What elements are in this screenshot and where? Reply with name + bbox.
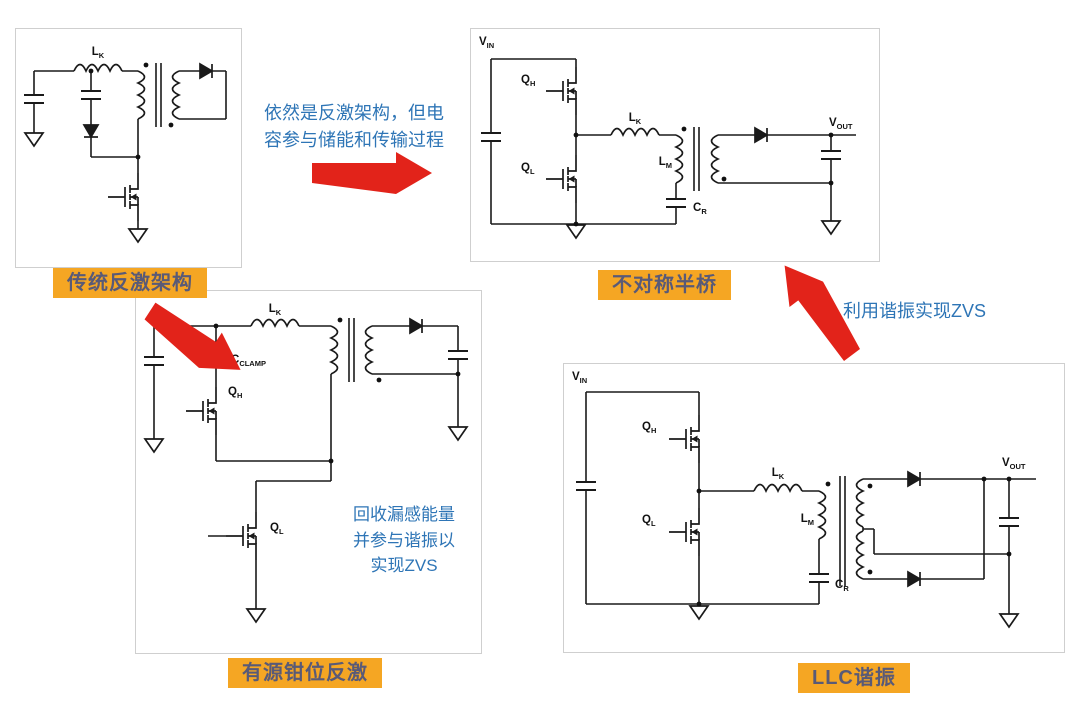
- primary-winding: [330, 325, 339, 375]
- label-vout: VOUT: [829, 117, 853, 131]
- input-capacitor-icon: [23, 94, 45, 104]
- wires: [33, 63, 227, 229]
- label-ql: QL: [270, 522, 284, 536]
- junction-dots: [696, 476, 1012, 607]
- mosfet-ql-icon: [225, 511, 257, 561]
- llc-schematic: VIN QH QL LK LM CR VOUT: [572, 371, 1036, 628]
- label-ql: QL: [521, 162, 535, 176]
- label-lm: LM: [801, 513, 814, 527]
- label-vin: VIN: [572, 371, 587, 385]
- junction-dots: [88, 62, 174, 160]
- mosfet-qh-icon: [668, 414, 700, 464]
- output-capacitor-icon: [447, 350, 469, 360]
- flyback-badge: 传统反激架构: [53, 268, 207, 298]
- resonant-capacitor-icon: [665, 198, 687, 208]
- rectifier-diode-upper-icon: [907, 471, 921, 487]
- resonant-capacitor-icon: [808, 573, 830, 583]
- label-lk: LK: [629, 112, 642, 126]
- mosfet-switch-icon: [107, 172, 139, 222]
- secondary-winding-upper: [855, 478, 864, 528]
- clamp-annotation: 回收漏感能量 并参与谐振以 实现ZVS: [338, 502, 470, 579]
- secondary-winding-lower: [855, 530, 864, 580]
- ground-icon: [24, 132, 44, 147]
- flyback-circuit-box: LK: [15, 28, 242, 268]
- label-vin: VIN: [479, 36, 494, 50]
- active-clamp-badge: 有源钳位反激: [228, 658, 382, 688]
- junction-dots: [573, 126, 834, 227]
- llc-badge: LLC谐振: [798, 663, 910, 693]
- output-capacitor-icon: [820, 150, 842, 160]
- ground-icon: [128, 228, 148, 243]
- mosfet-qh-icon: [185, 386, 217, 436]
- inductor-lk-coil: [610, 127, 660, 136]
- primary-winding: [675, 134, 684, 184]
- ground-icon: [999, 613, 1019, 628]
- label-lm: LM: [659, 156, 672, 170]
- output-capacitor-icon: [998, 517, 1020, 527]
- input-capacitor-icon: [575, 481, 597, 491]
- ground-icon: [246, 608, 266, 623]
- ground-icon: [566, 224, 586, 239]
- inductor-lk-coil: [73, 63, 123, 72]
- input-capacitor-icon: [480, 132, 502, 142]
- ground-icon: [144, 438, 164, 453]
- wires: [153, 318, 459, 609]
- half-bridge-schematic: VIN QH QL LK LM CR VOUT: [479, 36, 856, 239]
- output-diode-icon: [199, 63, 213, 79]
- label-ql: QL: [642, 514, 656, 528]
- output-diode-icon: [409, 318, 423, 334]
- half-bridge-circuit-box: VIN QH QL LK LM CR VOUT: [470, 28, 880, 262]
- secondary-winding: [710, 134, 719, 184]
- label-qh: QH: [521, 74, 535, 88]
- label-lk: LK: [92, 46, 105, 60]
- label-qh: QH: [642, 421, 656, 435]
- secondary-winding: [171, 70, 180, 120]
- clamp-annotation-line: 回收漏感能量: [353, 505, 455, 524]
- ground-icon: [821, 220, 841, 235]
- flyback-schematic: LK: [23, 46, 227, 243]
- label-lk: LK: [269, 303, 282, 317]
- clamp-annotation-line: 实现ZVS: [370, 556, 438, 575]
- label-cr: CR: [835, 579, 849, 593]
- wires: [490, 58, 856, 225]
- ground-icon: [448, 426, 468, 441]
- mosfet-qh-icon: [545, 66, 577, 116]
- secondary-winding: [364, 325, 373, 375]
- arrow-up-left-icon: [784, 265, 860, 362]
- evolution-annotation: 依然是反激架构，但电容参与储能和传输过程: [264, 103, 444, 150]
- junction-dots: [213, 317, 461, 464]
- half-bridge-badge: 不对称半桥: [598, 270, 731, 300]
- arrow-right-icon: [312, 152, 432, 194]
- wires: [585, 391, 1036, 614]
- label-vout: VOUT: [1002, 457, 1026, 471]
- label-lk: LK: [772, 467, 785, 481]
- mosfet-ql-icon: [545, 154, 577, 204]
- mosfet-ql-icon: [668, 507, 700, 557]
- llc-circuit-box: VIN QH QL LK LM CR VOUT: [563, 363, 1065, 653]
- primary-winding: [137, 70, 146, 120]
- clamp-diode-icon: [83, 124, 99, 138]
- rectifier-diode-lower-icon: [907, 571, 921, 587]
- clamp-annotation-line: 并参与谐振以: [353, 530, 455, 550]
- zvs-annotation: 利用谐振实现ZVS: [843, 301, 987, 321]
- ground-icon: [689, 605, 709, 620]
- arrow-down-right-icon: [144, 302, 241, 370]
- output-diode-icon: [754, 127, 768, 143]
- label-qh: QH: [228, 386, 242, 400]
- primary-winding: [818, 490, 827, 540]
- label-cr: CR: [693, 202, 707, 216]
- inductor-lk-coil: [753, 483, 803, 492]
- clamp-capacitor-icon: [80, 90, 102, 100]
